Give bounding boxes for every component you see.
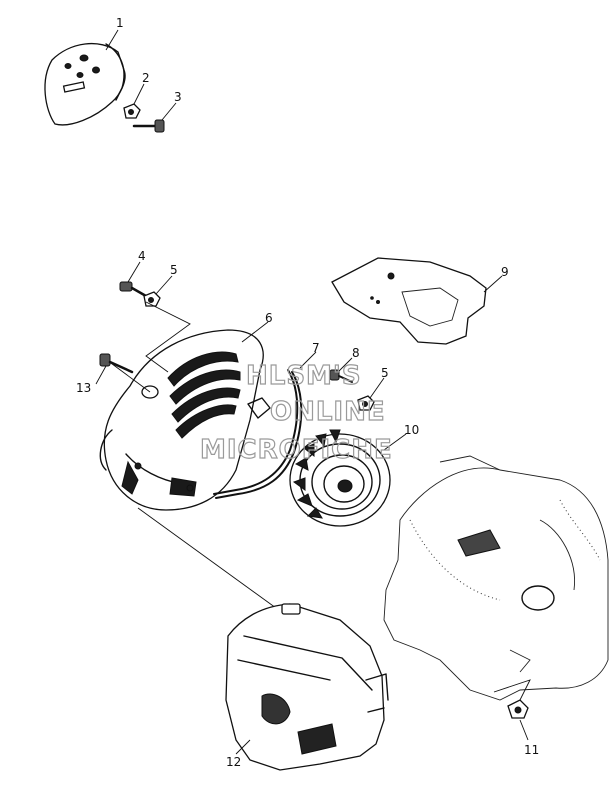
housing-vent-grill [167, 351, 241, 439]
part-1-cover-plate [44, 42, 126, 126]
callout-2: 2 [142, 71, 150, 85]
callout-11: 11 [524, 743, 539, 757]
callout-7: 7 [312, 341, 320, 355]
engine-block [383, 455, 609, 701]
callout-6: 6 [265, 311, 273, 325]
callout-9: 9 [501, 265, 509, 279]
part-8-screw [329, 369, 353, 383]
callout-1: 1 [116, 16, 124, 30]
callout-4: 4 [138, 249, 146, 263]
watermark-line-1: HLSM'S [246, 361, 362, 391]
watermark-line-2: ONLINE [270, 397, 386, 427]
part-11-nut [507, 699, 529, 719]
part-3-screw [132, 119, 165, 133]
callout-13: 13 [76, 381, 91, 395]
callout-12: 12 [226, 755, 241, 769]
part-2-washer [123, 103, 141, 119]
part-10-flywheel [289, 429, 391, 527]
part-12-lower-shroud [225, 603, 389, 771]
part-5-nut [143, 291, 161, 307]
callout-5b: 5 [381, 366, 389, 380]
part-6-fan-housing [99, 329, 271, 511]
callout-5a: 5 [170, 263, 178, 277]
part-13-screw [99, 353, 134, 374]
callout-10: 10 [404, 423, 419, 437]
flywheel-fins [292, 429, 341, 519]
part-5-nut-lower [357, 395, 375, 411]
part-7-hose [213, 369, 303, 499]
watermark-line-3: MICROFICHE [200, 435, 393, 465]
part-9-gasket [331, 257, 487, 345]
part-4-bolt [119, 281, 148, 298]
watermark: HLSM'S ONLINE MICROFICHE [199, 360, 393, 465]
callout-8: 8 [352, 346, 360, 360]
callout-3: 3 [174, 90, 182, 104]
